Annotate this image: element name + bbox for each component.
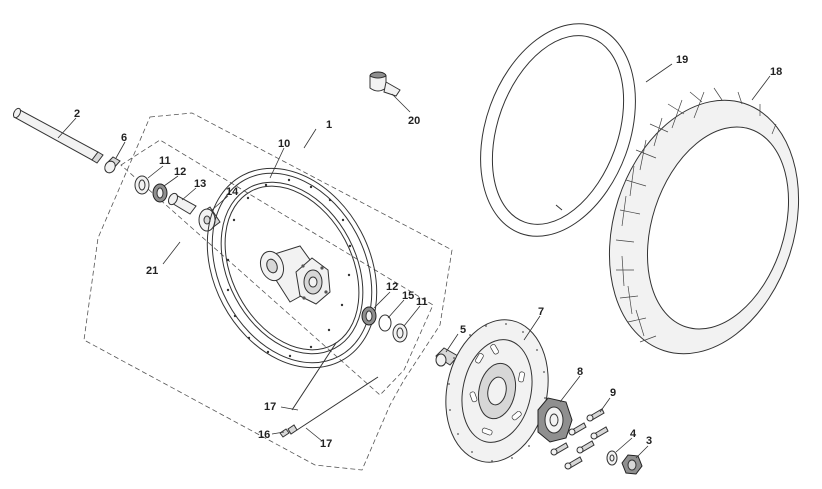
wheel-hub-part <box>259 245 331 305</box>
washer-part <box>606 450 618 466</box>
wheel-rim-part <box>206 167 378 369</box>
circlip-part <box>378 314 392 332</box>
inner-spacer-part <box>167 192 197 215</box>
spacer-part <box>104 156 121 174</box>
callout-19: 19 <box>676 54 688 66</box>
bolt-set-part <box>550 408 609 470</box>
brake-disc-part <box>445 319 549 463</box>
callout-4: 4 <box>630 428 637 440</box>
leader-lines <box>57 63 771 459</box>
disc-spacer-part <box>435 347 459 367</box>
callout-17-upper: 17 <box>264 401 276 413</box>
axle-part <box>12 107 104 164</box>
seal-right <box>392 323 408 343</box>
bearing-right <box>361 306 377 326</box>
callout-21: 21 <box>146 265 158 277</box>
callout-11-right: 11 <box>416 296 428 308</box>
callout-16: 16 <box>258 429 270 441</box>
callout-2: 2 <box>74 108 80 120</box>
inner-tube-part <box>480 23 636 237</box>
callout-8: 8 <box>577 366 583 378</box>
bushing-part <box>198 206 221 232</box>
callout-18: 18 <box>770 66 782 78</box>
seal-left <box>134 175 150 195</box>
assembly-boundary-outer <box>83 112 453 471</box>
callout-9: 9 <box>610 387 616 399</box>
callout-15: 15 <box>402 290 414 302</box>
axle-nut-part <box>621 454 643 475</box>
callout-11-left: 11 <box>159 155 171 167</box>
callout-10: 10 <box>278 138 290 150</box>
callout-14: 14 <box>226 186 239 198</box>
callout-17-lower: 17 <box>320 438 332 450</box>
spoke-part <box>279 342 379 438</box>
callout-labels: 2 6 1 10 11 12 13 14 21 12 15 11 5 7 8 9… <box>74 54 782 450</box>
callout-7: 7 <box>538 306 544 318</box>
assembly-boundary-inner <box>120 139 434 396</box>
tyre-part <box>608 87 800 355</box>
callout-20: 20 <box>408 115 420 127</box>
callout-1: 1 <box>326 119 332 131</box>
callout-12-left: 12 <box>174 166 186 178</box>
disc-flange-part <box>537 397 573 443</box>
callout-3: 3 <box>646 435 652 447</box>
callout-13: 13 <box>194 178 206 190</box>
bearing-left <box>152 183 168 203</box>
callout-12-right: 12 <box>386 281 398 293</box>
callout-6: 6 <box>121 132 127 144</box>
rim-tape-part <box>369 71 401 97</box>
callout-5: 5 <box>460 324 466 336</box>
